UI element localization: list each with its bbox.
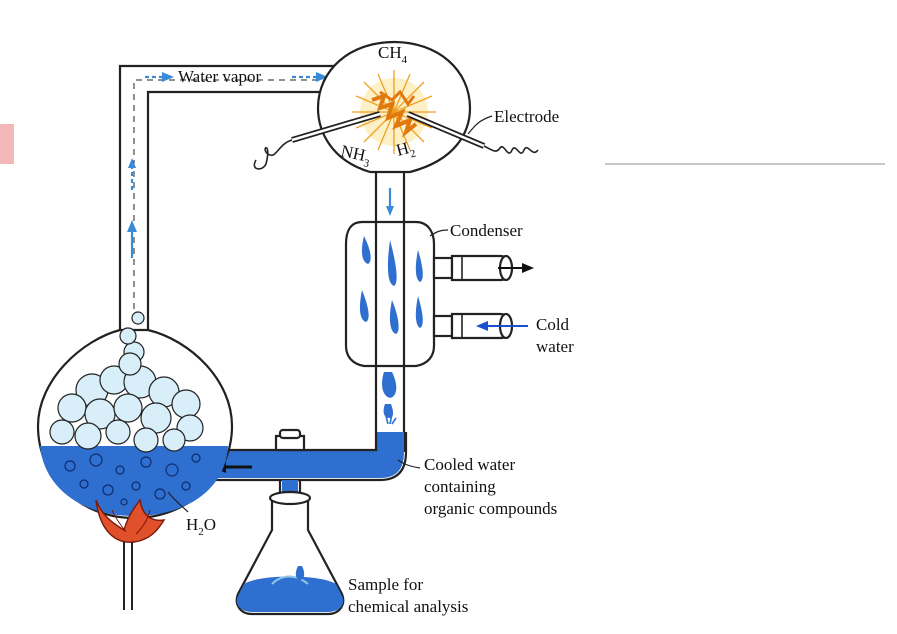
sample-flask [235,490,345,616]
condenser [344,220,514,368]
flow-arrow-icon [127,72,328,258]
flow-arrow-icon [476,321,528,331]
sample-label-line1: Sample for [348,575,423,594]
electrode-label: Electrode [494,107,559,126]
electrode-coil-icon [253,111,539,170]
cooled-water-label-line3: organic compounds [424,499,557,518]
spark-icon [352,70,436,154]
cold-water-label-line2: water [536,337,574,356]
slide-accent-bar [0,124,14,164]
flow-arrow-icon [386,188,394,216]
ch4-label: CH4 [378,43,408,66]
cooled-water-label-line1: Cooled water [424,455,515,474]
flame-icon [95,498,166,543]
flow-arrow-icon [498,263,534,273]
sample-label-line2: chemical analysis [348,597,468,616]
cold-water-label-line1: Cold [536,315,570,334]
boiling-flask [36,311,234,520]
water-vapor-label: Water vapor [178,67,261,86]
cooled-water-label-line2: containing [424,477,496,496]
vapor-tube [118,64,352,330]
condenser-label: Condenser [450,221,523,240]
nh3-label: NH3 [338,141,373,170]
h2o-label: H2O [186,515,216,538]
h2-label: H2 [394,137,417,164]
